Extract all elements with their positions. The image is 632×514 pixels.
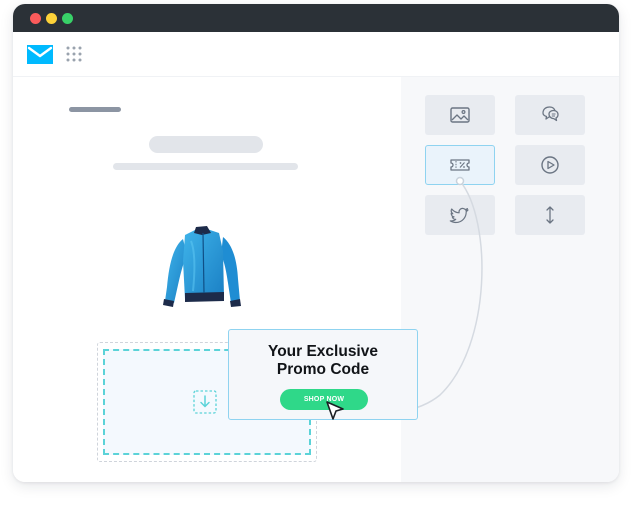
chat-bubbles-icon <box>542 106 559 122</box>
social-chat-block-tile[interactable] <box>515 95 585 135</box>
header-placeholder <box>69 107 121 112</box>
title-placeholder <box>149 136 263 153</box>
promo-title: Your Exclusive Promo Code <box>229 343 417 379</box>
video-block-tile[interactable] <box>515 145 585 185</box>
blocks-panel <box>401 77 619 482</box>
shop-now-button[interactable]: SHOP NOW <box>280 389 368 410</box>
mouse-cursor-icon <box>326 401 344 420</box>
apps-grid-icon[interactable] <box>66 46 82 62</box>
minimize-window-button[interactable] <box>46 13 57 24</box>
product-jacket-image <box>163 226 241 307</box>
promo-title-line-1: Your Exclusive <box>268 343 378 360</box>
download-arrow-icon <box>193 390 217 414</box>
coupon-icon <box>450 159 470 171</box>
promo-title-line-2: Promo Code <box>276 361 370 378</box>
app-header <box>13 32 619 77</box>
close-window-button[interactable] <box>30 13 41 24</box>
twitter-bird-icon <box>449 207 469 224</box>
title-bar <box>13 4 619 32</box>
twitter-block-tile[interactable] <box>425 195 495 235</box>
maximize-window-button[interactable] <box>62 13 73 24</box>
play-circle-icon <box>541 156 559 174</box>
coupon-block-tile[interactable] <box>425 145 495 185</box>
promo-code-card[interactable]: Your Exclusive Promo Code SHOP NOW <box>228 329 418 420</box>
image-block-tile[interactable] <box>425 95 495 135</box>
image-icon <box>450 107 470 123</box>
envelope-logo-icon[interactable] <box>27 45 53 64</box>
vertical-arrows-icon <box>546 206 554 224</box>
subtitle-placeholder <box>113 163 298 170</box>
spacer-block-tile[interactable] <box>515 195 585 235</box>
